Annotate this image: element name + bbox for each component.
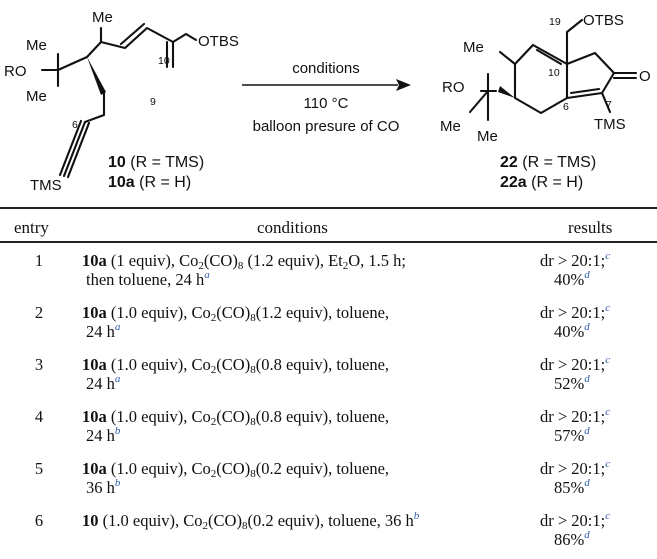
- substrate-id: 10a: [82, 459, 107, 478]
- footnote-marker: a: [114, 373, 121, 385]
- entry-number: 5: [34, 459, 44, 478]
- table-row: 2 10a (1.0 equiv), Co2(CO)8(1.2 equiv), …: [0, 299, 657, 351]
- header-results: results: [568, 218, 613, 237]
- header-entry: entry: [14, 218, 49, 237]
- reaction-arrow: [242, 79, 411, 91]
- reactant-caption-1: 10 (R = TMS): [108, 154, 204, 171]
- footnote-marker: b: [413, 510, 420, 522]
- table-row: 3 10a (1.0 equiv), Co2(CO)8(0.8 equiv), …: [0, 351, 657, 403]
- conditions-cell: 10a (1.0 equiv), Co2(CO)8(0.8 equiv), to…: [82, 407, 390, 445]
- locant-6: 6: [72, 119, 78, 131]
- product-me: Me: [463, 39, 484, 56]
- product-caption-2: 22a (R = H): [500, 174, 583, 191]
- substrate-id: 10: [82, 511, 99, 530]
- locant-6-product: 6: [563, 101, 569, 113]
- reactant-otbs: OTBS: [198, 33, 239, 50]
- conditions-cell: 10a (1.0 equiv), Co2(CO)8(0.2 equiv), to…: [82, 459, 390, 497]
- arrow-conditions-label: conditions: [292, 60, 360, 77]
- table-row: 4 10a (1.0 equiv), Co2(CO)8(0.8 equiv), …: [0, 403, 657, 455]
- conditions-cell: 10 (1.0 equiv), Co2(CO)8(0.2 equiv), tol…: [82, 510, 420, 532]
- locant-9: 9: [150, 96, 156, 108]
- table-row: 1 10a (1 equiv), Co2(CO)8 (1.2 equiv), E…: [0, 247, 657, 299]
- locant-7: 7: [606, 99, 612, 111]
- locant-10-product: 10: [548, 67, 560, 79]
- table-header-rule: [0, 241, 657, 243]
- entry-number: 1: [34, 251, 44, 270]
- conditions-cell: 10a (1.0 equiv), Co2(CO)8(0.8 equiv), to…: [82, 355, 390, 393]
- product-ro: RO: [442, 79, 465, 96]
- product-structure: [468, 18, 638, 122]
- entry-number: 4: [34, 407, 44, 426]
- table-top-rule: [0, 207, 657, 209]
- product-tms: TMS: [594, 116, 626, 133]
- header-conditions: conditions: [257, 218, 328, 237]
- reactant-tms: TMS: [30, 177, 62, 194]
- footnote-marker: a: [204, 269, 210, 281]
- substrate-id: 10a: [82, 407, 107, 426]
- reactant-me-left: Me: [26, 37, 47, 54]
- substrate-id: 10a: [82, 355, 107, 374]
- reaction-scheme: Me Me RO Me OTBS TMS 10 9 6 10 (R = TMS)…: [4, 9, 651, 194]
- table-row: 6 10 (1.0 equiv), Co2(CO)8(0.2 equiv), t…: [0, 507, 657, 559]
- entry-number: 6: [34, 511, 44, 530]
- entry-number: 3: [34, 355, 44, 374]
- reactant-me-top: Me: [92, 9, 113, 26]
- arrow-temperature: 110 °C: [304, 95, 349, 112]
- product-caption-1: 22 (R = TMS): [500, 154, 596, 171]
- conditions-cell: 10a (1 equiv), Co2(CO)8 (1.2 equiv), Et2…: [82, 251, 407, 289]
- substrate-id: 10a: [82, 303, 107, 322]
- product-me-low-2: Me: [477, 128, 498, 145]
- reactant-caption-2: 10a (R = H): [108, 174, 191, 191]
- arrow-co-pressure: balloon presure of CO: [253, 118, 400, 135]
- footnote-marker: b: [114, 425, 121, 437]
- product-oxo: O: [639, 68, 651, 85]
- locant-10: 10: [158, 55, 170, 67]
- reactant-me-low: Me: [26, 88, 47, 105]
- product-me-low-1: Me: [440, 118, 461, 135]
- footnote-marker: a: [114, 321, 121, 333]
- entry-number: 2: [34, 303, 44, 322]
- wedge-bond: [87, 57, 106, 95]
- reactant-ro: RO: [4, 63, 27, 80]
- product-otbs: OTBS: [583, 12, 624, 29]
- reactant-structure: [40, 22, 198, 179]
- table-row: 5 10a (1.0 equiv), Co2(CO)8(0.2 equiv), …: [0, 455, 657, 507]
- locant-19: 19: [549, 16, 561, 28]
- substrate-id: 10a: [82, 251, 107, 270]
- footnote-marker: b: [114, 477, 121, 489]
- conditions-cell: 10a (1.0 equiv), Co2(CO)8(1.2 equiv), to…: [82, 303, 390, 341]
